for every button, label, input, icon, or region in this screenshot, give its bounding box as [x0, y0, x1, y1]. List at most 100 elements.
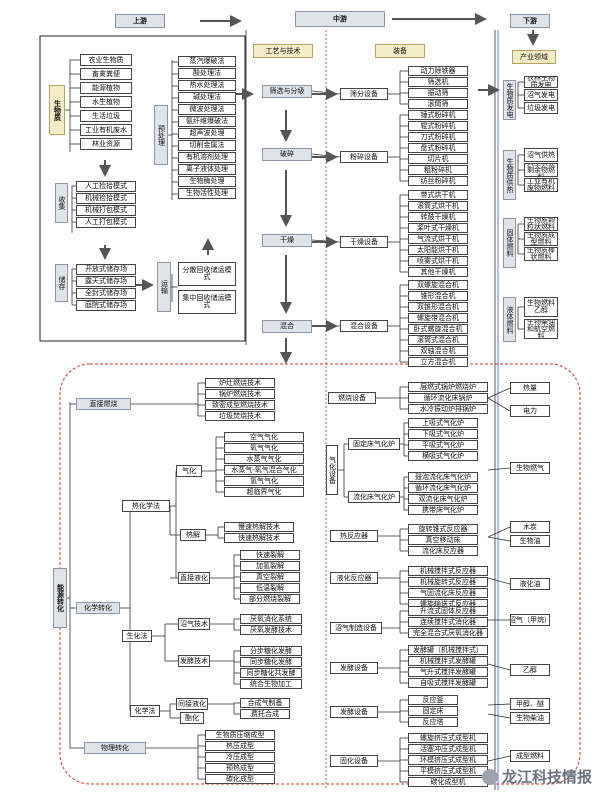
liquefy-item: 快速裂解	[240, 550, 300, 560]
header-equipment[interactable]: 装备	[375, 44, 425, 58]
equip-group[interactable]: 干燥设备	[340, 236, 388, 248]
fluid-bed[interactable]: 流化床气化炉	[348, 491, 400, 503]
liquefy-equipment[interactable]: 液化反应器	[330, 572, 378, 584]
stage-midstream[interactable]: 中游	[295, 11, 385, 27]
product[interactable]: 电力	[510, 405, 550, 417]
biogas-tech[interactable]: 沼气技术	[178, 618, 210, 630]
pretreat-item: 超声波处理	[178, 128, 236, 139]
biomass-source: 林业资源	[80, 138, 132, 150]
transport-label[interactable]: 运输	[157, 262, 171, 312]
ferment-tech[interactable]: 发酵技术	[178, 655, 210, 667]
chemical-method[interactable]: 化学法	[130, 705, 160, 717]
fixed-bed-item: 横吸式气化炉	[408, 451, 478, 461]
watermark: 龙江科技情报	[481, 766, 592, 787]
indirect-liquefaction[interactable]: 间接液化	[176, 698, 208, 710]
equip-group[interactable]: 筛分设备	[340, 88, 388, 100]
connector	[487, 387, 511, 399]
connector	[487, 663, 511, 671]
biomass-source: 畜禽粪便	[80, 68, 132, 80]
conv-label[interactable]: 能源转化	[53, 568, 67, 628]
gasify-item: 水蒸气-氧气混合气化	[224, 465, 304, 475]
tech-step[interactable]: 筛选与分级	[262, 85, 312, 98]
trans-equipment[interactable]: 发酵设备	[330, 706, 378, 718]
mix-equipment: 锥形混合机	[408, 291, 468, 301]
industry-power[interactable]: 生物质发电	[503, 80, 516, 120]
crush-equipment: 辊式粉碎机	[408, 121, 468, 131]
equip-group[interactable]: 粉碎设备	[340, 151, 388, 163]
direct-combustion[interactable]: 直接燃烧	[76, 398, 131, 410]
fixed-bed[interactable]: 固定床气化炉	[348, 438, 400, 450]
product[interactable]: 生物燃气	[510, 462, 550, 474]
equip-group[interactable]: 混合设备	[340, 320, 388, 332]
wechat-icon	[481, 768, 498, 785]
esterification[interactable]: 酯化	[180, 712, 204, 724]
physical-conversion[interactable]: 物理转化	[84, 742, 146, 754]
industry-heat[interactable]: 生物质供热	[503, 150, 516, 200]
industry-liquid-item: 生物柴油和航空燃料	[524, 319, 558, 339]
collect-label[interactable]: 收集	[55, 183, 68, 223]
pretreat-label[interactable]: 预处理	[154, 105, 168, 165]
industry-liquid-item: 生物燃料乙醇	[524, 297, 558, 317]
product[interactable]: 甲醇、醚	[510, 698, 550, 710]
product[interactable]: 液化油	[510, 578, 550, 590]
pyrolysis-equipment-item: 真空移动床	[408, 535, 478, 545]
solid-equipment-item: 碳化成型机	[408, 777, 488, 787]
storage-label[interactable]: 储存	[55, 264, 68, 302]
product[interactable]: 生物油	[510, 535, 550, 547]
pyrolysis[interactable]: 热解	[180, 529, 206, 541]
thermochemical[interactable]: 热化学法	[122, 500, 170, 512]
product[interactable]: 成型燃料	[510, 750, 550, 762]
pretreat-item: 酸处理法	[178, 68, 236, 79]
biogas-equipment[interactable]: 沼气制造设备	[330, 622, 382, 634]
industry-solid[interactable]: 固体燃料	[503, 218, 516, 268]
liquefy-item: 低温裂解	[240, 583, 300, 593]
gasify-equipment[interactable]: 气化设备	[326, 445, 338, 495]
dry-equipment: 太阳能烘干机	[408, 245, 468, 255]
header-industry[interactable]: 产业领域	[512, 50, 556, 64]
solid-equipment[interactable]: 固化设备	[330, 755, 378, 767]
burn-equipment[interactable]: 燃烧设备	[328, 392, 376, 404]
product[interactable]: 木炭	[510, 521, 550, 533]
pretreat-item: 热水处理法	[178, 80, 236, 91]
biomass-label[interactable]: 生物质	[49, 85, 65, 135]
gasification[interactable]: 气化	[176, 465, 202, 477]
stage-upstream[interactable]: 上游	[115, 14, 165, 28]
biomass-source: 农业生物质	[80, 54, 132, 66]
product[interactable]: 生物柴油	[510, 712, 550, 724]
screen-equipment: 动力除铁器	[408, 66, 468, 76]
solid-equipment-item: 环模挤压式成型机	[408, 755, 488, 765]
tech-step[interactable]: 干燥	[262, 234, 312, 247]
tech-step[interactable]: 混合	[262, 320, 312, 333]
biomass-source: 生活垃圾	[80, 110, 132, 122]
dry-equipment: 滚筒式烘干机	[408, 201, 468, 211]
ferment-equipment[interactable]: 发酵设备	[330, 662, 378, 674]
biogas-equipment-item: 完全混合式厌氧消化器	[408, 628, 488, 638]
product[interactable]: 乙醇	[510, 664, 550, 676]
burn-tech: 垃圾焚烧技术	[205, 411, 275, 421]
crush-equipment: 切片机	[408, 154, 468, 164]
chemical-conversion[interactable]: 化学转化	[76, 602, 120, 614]
liquefaction[interactable]: 直接液化	[178, 572, 210, 584]
fixed-bed-item: 上吸式气化炉	[408, 418, 478, 428]
pretreat-item: 有机溶剂处理	[178, 152, 236, 163]
connector	[487, 467, 511, 471]
mix-equipment: 双锥形混合机	[408, 302, 468, 312]
tech-step[interactable]: 破碎	[262, 148, 312, 161]
header-tech[interactable]: 工艺与技术	[253, 44, 313, 58]
pyrolysis-equipment[interactable]: 热反应器	[330, 530, 378, 542]
crush-equipment: 粗粉碎机	[408, 165, 468, 175]
dry-equipment: 桨叶式干燥机	[408, 223, 468, 233]
industry-solid-item: 生物质成型燃料	[524, 232, 558, 246]
gasify-item: 超临界气化	[224, 487, 304, 497]
liquefy-item: 加氢裂解	[240, 561, 300, 571]
product[interactable]: 沼气（甲烷）	[510, 614, 550, 626]
biochemical[interactable]: 生化法	[122, 630, 152, 642]
ferment-item: 同步糖化共发酵	[240, 668, 302, 678]
region-frame	[39, 35, 246, 342]
burn-tech: 锅炉燃烧技术	[205, 389, 275, 399]
product[interactable]: 热量	[510, 382, 550, 394]
industry-liquid[interactable]: 液体燃料	[503, 297, 516, 342]
stage-downstream[interactable]: 下游	[510, 14, 550, 28]
industry-solid-item: 生物质棒状燃料	[524, 247, 558, 261]
